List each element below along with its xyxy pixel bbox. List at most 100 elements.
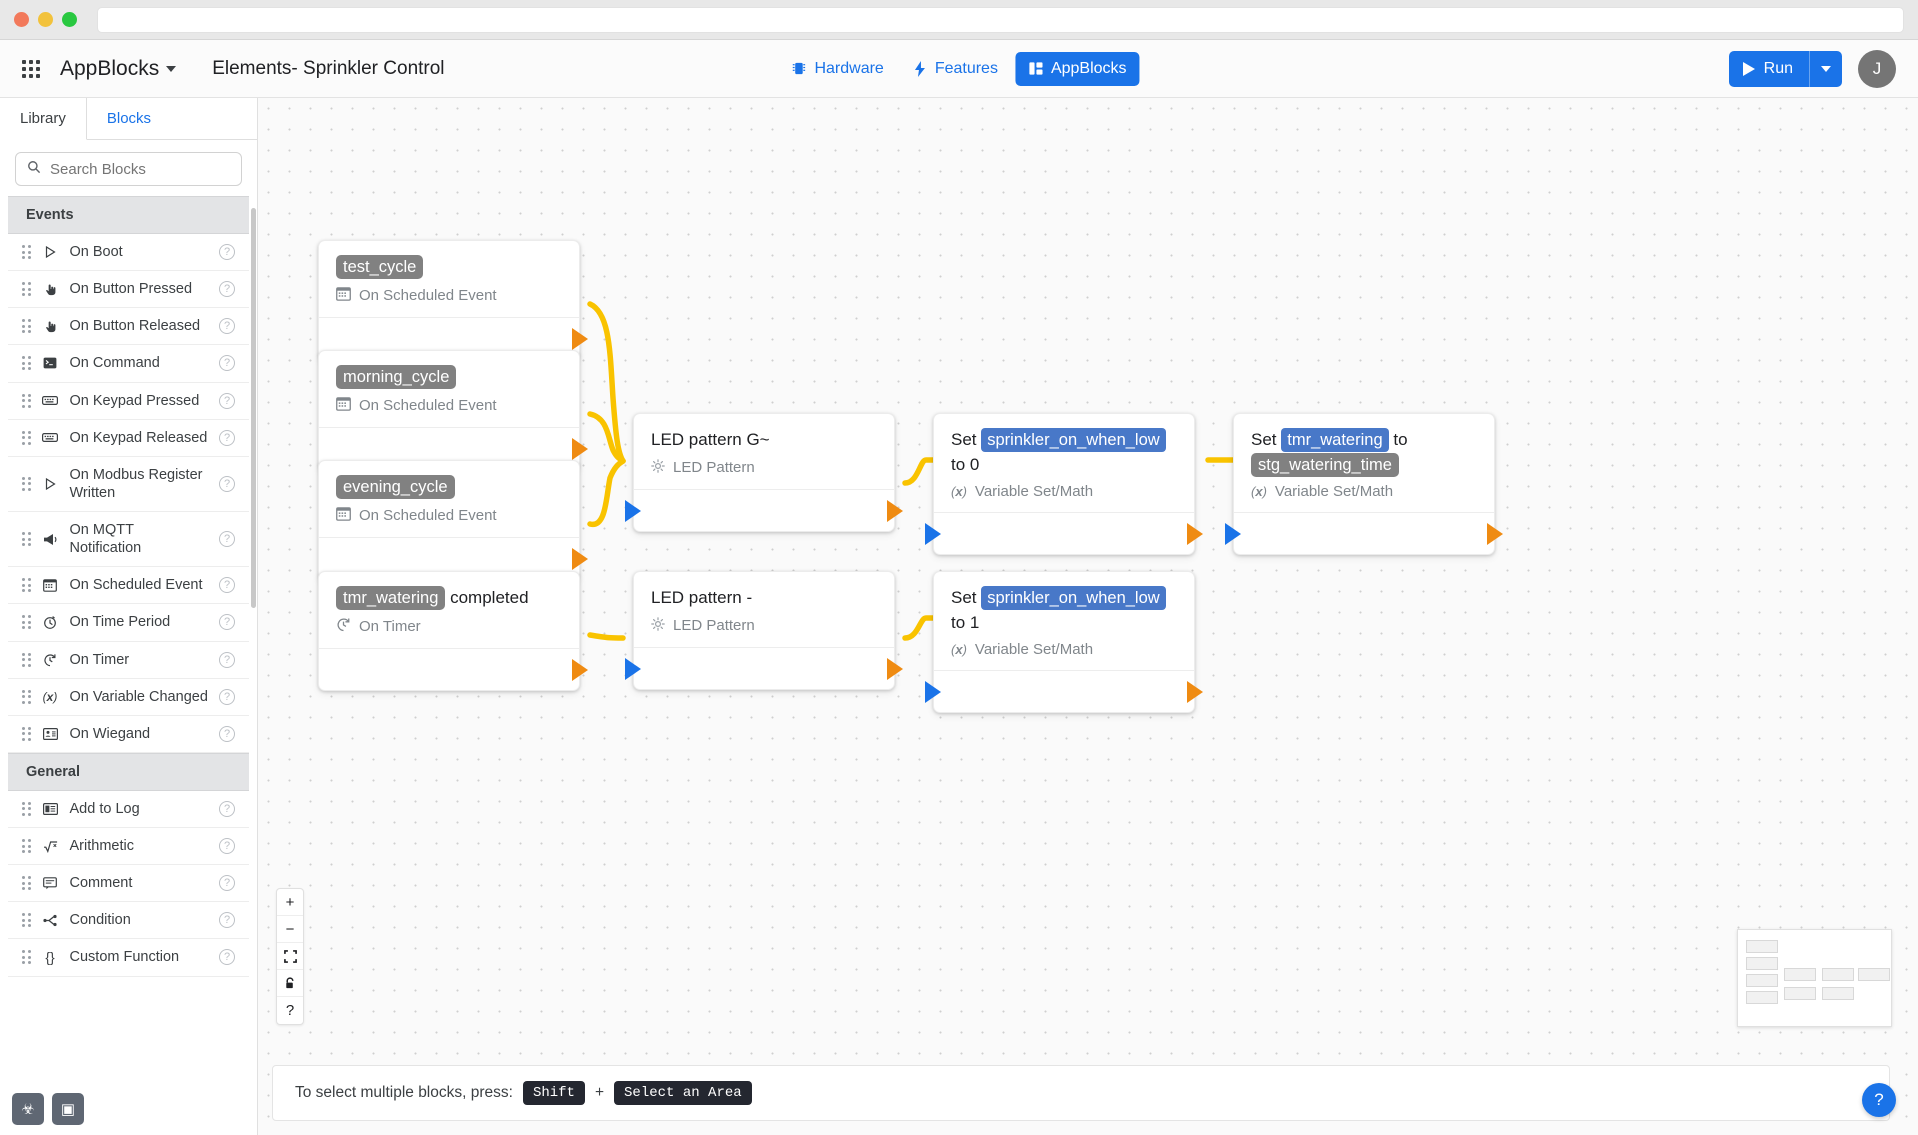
lock-button[interactable] (277, 970, 303, 997)
drag-handle-icon[interactable] (22, 689, 31, 704)
drag-handle-icon[interactable] (22, 476, 31, 491)
help-icon[interactable]: ? (219, 531, 235, 548)
run-dropdown-button[interactable] (1809, 50, 1842, 87)
library-item-condition[interactable]: Condition? (8, 902, 249, 940)
flow-block-led_g[interactable]: LED pattern G~LED Pattern (625, 413, 903, 532)
brand-menu[interactable]: AppBlocks (60, 57, 177, 81)
library-item-on-timer[interactable]: On Timer? (8, 642, 249, 679)
sidebar-scrollbar[interactable] (251, 208, 256, 608)
library-item-on-modbus-register-written[interactable]: On Modbus Register Written? (8, 457, 249, 512)
help-icon[interactable]: ? (219, 429, 235, 446)
block-output-port[interactable] (887, 499, 903, 522)
block-variable-chip[interactable]: sprinkler_on_when_low (981, 428, 1166, 453)
block-output-port[interactable] (1187, 681, 1203, 704)
nav-item-hardware[interactable]: Hardware (778, 52, 896, 86)
browser-url-bar[interactable] (97, 6, 1904, 33)
avatar[interactable]: J (1858, 49, 1896, 88)
help-icon[interactable]: ? (219, 355, 235, 372)
drag-handle-icon[interactable] (22, 282, 31, 297)
drag-handle-icon[interactable] (22, 950, 31, 965)
block-input-port[interactable] (1225, 523, 1241, 546)
nav-item-appblocks[interactable]: AppBlocks (1014, 51, 1140, 86)
grid-apps-icon[interactable] (22, 59, 40, 78)
library-item-on-button-released[interactable]: On Button Released? (8, 308, 249, 346)
flow-block-set_low_1[interactable]: Set sprinkler_on_when_low to 1(x)Variabl… (925, 571, 1203, 714)
help-icon[interactable]: ? (219, 244, 235, 261)
zoom-in-button[interactable]: + (277, 889, 303, 916)
drag-handle-icon[interactable] (22, 876, 31, 891)
help-icon[interactable]: ? (219, 281, 235, 298)
library-item-on-time-period[interactable]: On Time Period? (8, 604, 249, 642)
drag-handle-icon[interactable] (22, 615, 31, 630)
drag-handle-icon[interactable] (22, 839, 31, 854)
block-variable-chip[interactable]: sprinkler_on_when_low (981, 586, 1166, 611)
library-item-on-command[interactable]: On Command? (8, 345, 249, 383)
minimize-window-button[interactable] (38, 12, 53, 27)
run-button-main[interactable]: Run (1729, 60, 1809, 78)
tab-library[interactable]: Library (0, 98, 87, 140)
close-window-button[interactable] (14, 12, 29, 27)
library-item-on-wiegand[interactable]: On Wiegand? (8, 716, 249, 753)
block-variable-chip[interactable]: tmr_watering (1281, 428, 1389, 453)
block-output-port[interactable] (1187, 523, 1203, 546)
library-item-arithmetic[interactable]: Arithmetic? (8, 828, 249, 866)
block-value-chip[interactable]: stg_watering_time (1251, 452, 1399, 477)
block-output-port[interactable] (887, 657, 903, 680)
help-icon[interactable]: ? (219, 651, 235, 668)
help-icon[interactable]: ? (219, 475, 235, 492)
flow-block-set_low_0[interactable]: Set sprinkler_on_when_low to 0(x)Variabl… (925, 413, 1203, 556)
help-icon[interactable]: ? (219, 875, 235, 892)
canvas-help-button[interactable]: ? (285, 1002, 295, 1019)
tab-blocks[interactable]: Blocks (106, 110, 152, 127)
minimap[interactable] (1737, 929, 1892, 1027)
drag-handle-icon[interactable] (22, 532, 31, 547)
library-item-custom-function[interactable]: {}Custom Function? (8, 939, 249, 977)
drag-handle-icon[interactable] (22, 726, 31, 741)
maximize-window-button[interactable] (62, 12, 77, 27)
library-item-on-keypad-released[interactable]: On Keypad Released? (8, 420, 249, 457)
block-variable-chip[interactable]: morning_cycle (336, 365, 457, 390)
drag-handle-icon[interactable] (22, 913, 31, 928)
flow-block-led_dash[interactable]: LED pattern -LED Pattern (625, 571, 903, 690)
fit-view-button[interactable] (277, 943, 303, 970)
search-input[interactable] (50, 160, 230, 178)
help-icon[interactable]: ? (219, 800, 235, 817)
block-output-port[interactable] (572, 658, 588, 681)
device-chip-icon[interactable]: ▣ (52, 1093, 84, 1125)
help-fab-button[interactable]: ? (1862, 1083, 1896, 1117)
flow-block-set_tmr[interactable]: Set tmr_watering to stg_watering_time(x)… (1225, 413, 1503, 556)
library-item-comment[interactable]: Comment? (8, 865, 249, 903)
help-icon[interactable]: ? (219, 392, 235, 409)
nav-item-features[interactable]: Features (901, 52, 1011, 86)
block-input-port[interactable] (925, 681, 941, 704)
help-icon[interactable]: ? (219, 318, 235, 335)
library-item-on-keypad-pressed[interactable]: On Keypad Pressed? (8, 383, 249, 420)
drag-handle-icon[interactable] (22, 801, 31, 816)
block-variable-chip[interactable]: evening_cycle (336, 475, 455, 500)
block-input-port[interactable] (625, 657, 641, 680)
block-input-port[interactable] (625, 499, 641, 522)
block-output-port[interactable] (572, 437, 588, 460)
help-icon[interactable]: ? (219, 838, 235, 855)
library-item-on-boot[interactable]: On Boot? (8, 234, 249, 272)
drag-handle-icon[interactable] (22, 430, 31, 445)
drag-handle-icon[interactable] (22, 652, 31, 667)
block-variable-chip[interactable]: test_cycle (336, 255, 424, 280)
drag-handle-icon[interactable] (22, 319, 31, 334)
drag-handle-icon[interactable] (22, 245, 31, 260)
drag-handle-icon[interactable] (22, 578, 31, 593)
block-input-port[interactable] (925, 523, 941, 546)
library-item-on-button-pressed[interactable]: On Button Pressed? (8, 271, 249, 309)
block-output-port[interactable] (572, 327, 588, 350)
library-item-on-scheduled-event[interactable]: On Scheduled Event? (8, 567, 249, 605)
drag-handle-icon[interactable] (22, 356, 31, 371)
debug-bug-icon[interactable]: ☣ (12, 1093, 44, 1125)
help-icon[interactable]: ? (219, 949, 235, 966)
help-icon[interactable]: ? (219, 577, 235, 594)
block-output-port[interactable] (572, 547, 588, 570)
